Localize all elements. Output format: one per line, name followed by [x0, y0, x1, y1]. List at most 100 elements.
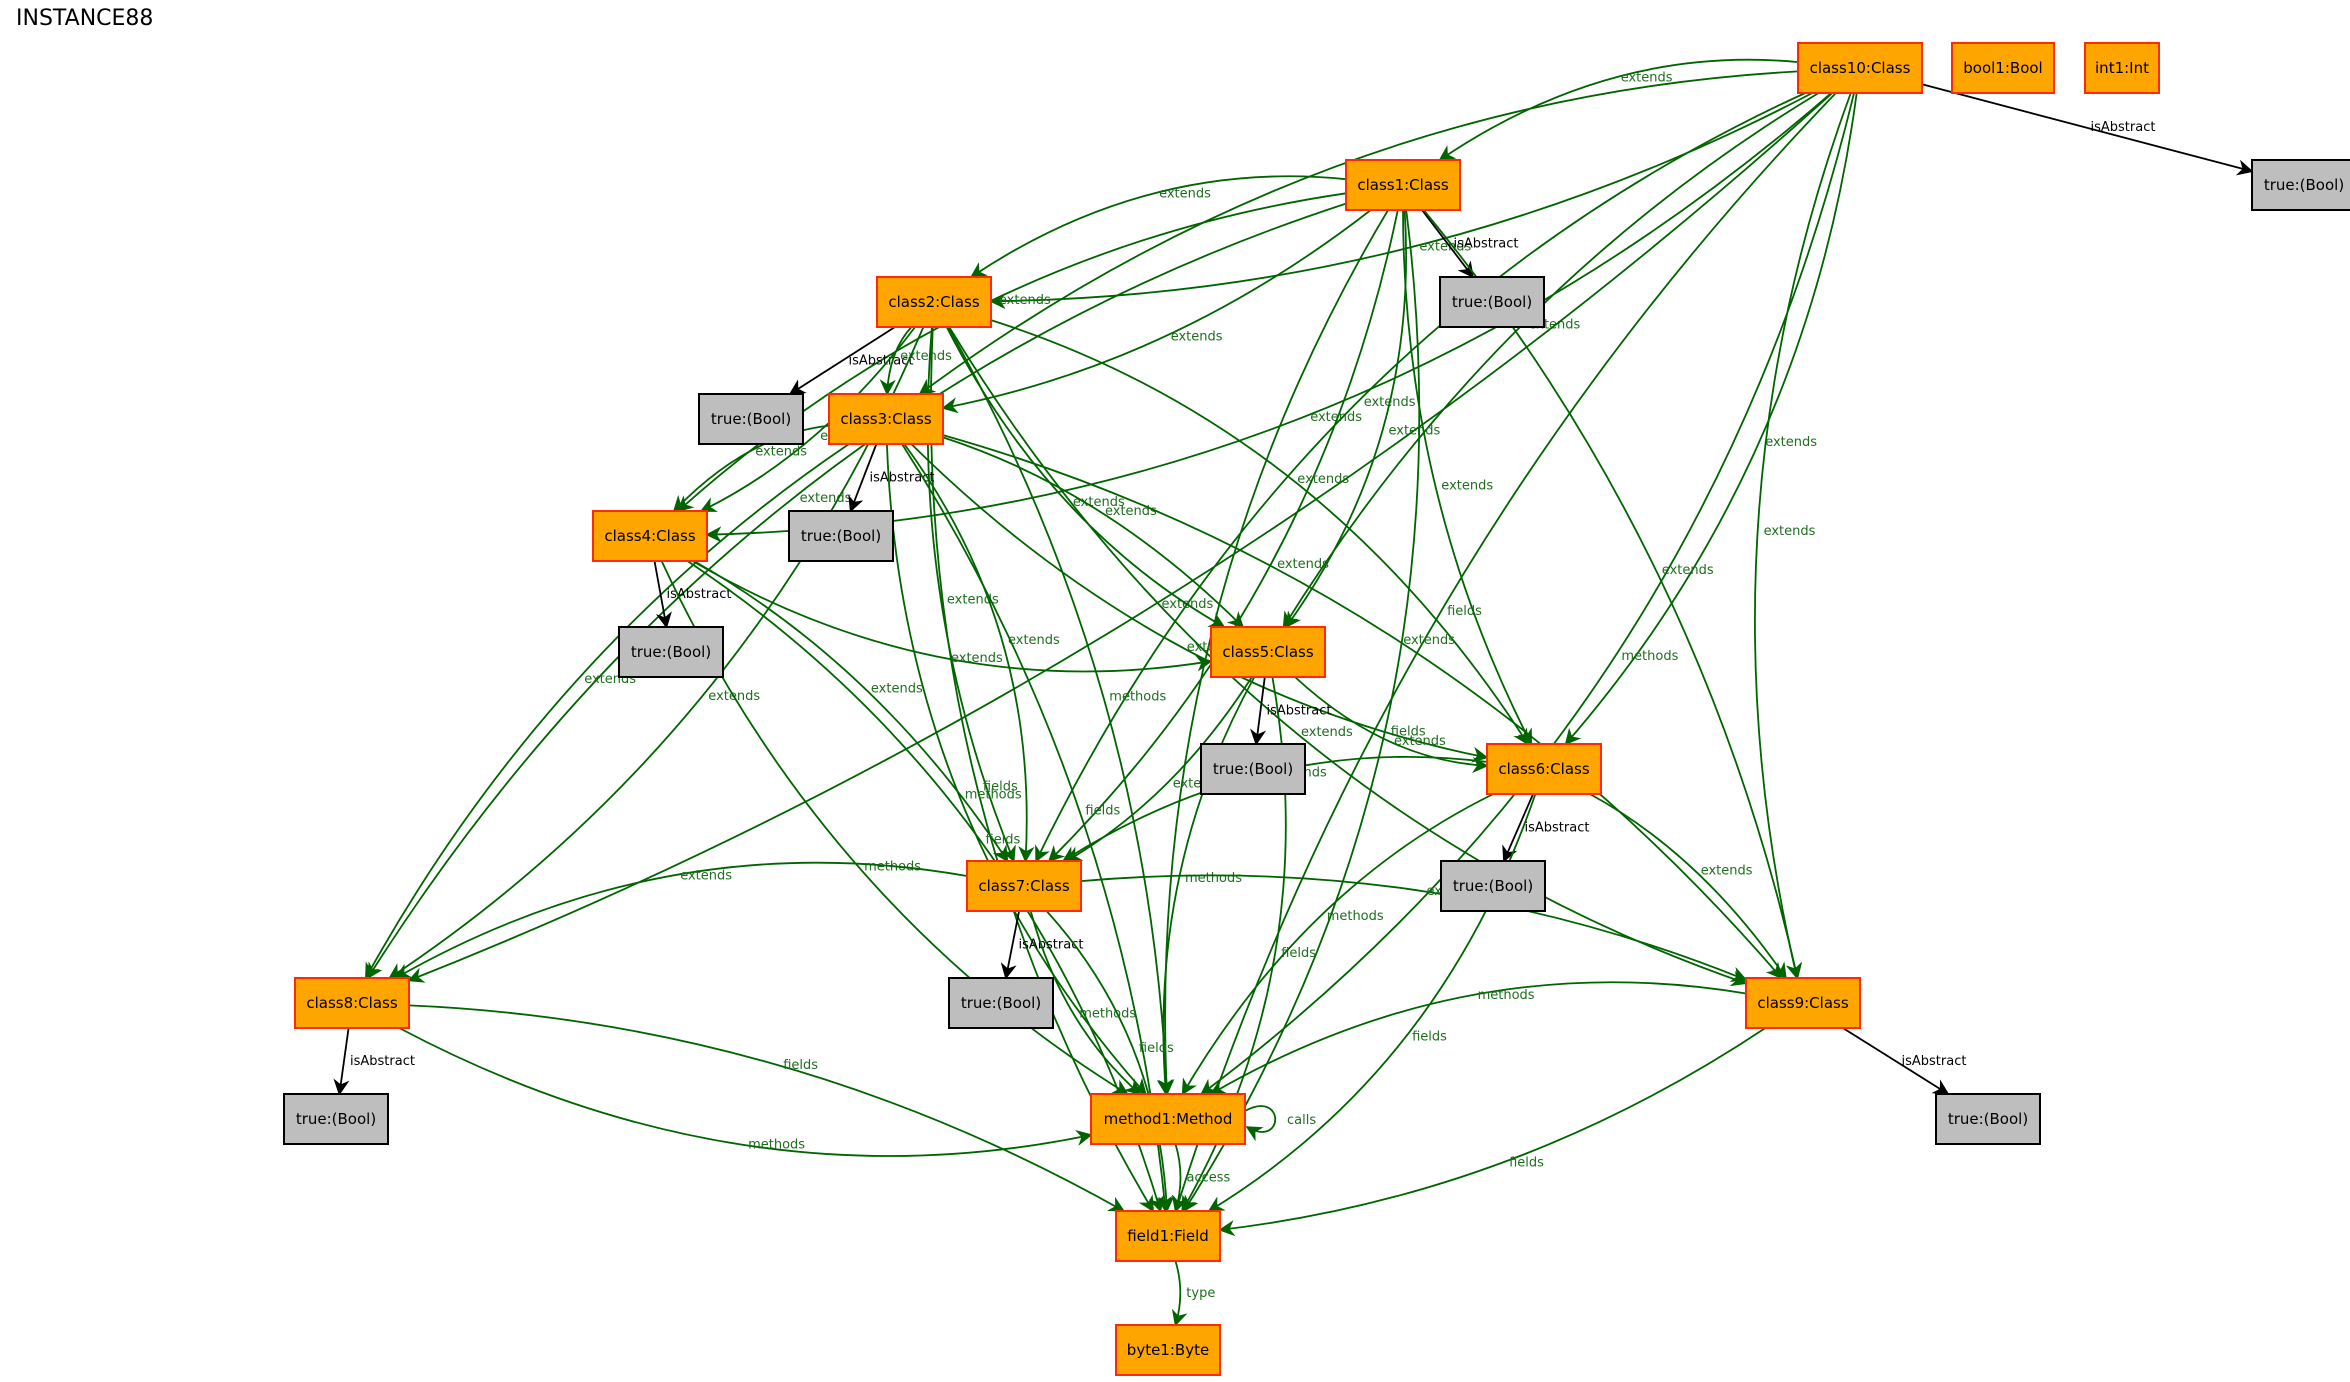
- edge-class5-extends-class6: extends: [1294, 676, 1489, 774]
- edge-label: methods: [965, 787, 1022, 802]
- edge-class1-extends-class6: extends: [1402, 209, 1533, 746]
- node-t3[interactable]: true:(Bool): [788, 510, 894, 562]
- node-label: true:(Bool): [1453, 877, 1533, 895]
- edge-label: extends: [680, 868, 732, 883]
- node-class9[interactable]: class9:Class: [1745, 977, 1861, 1029]
- edge-line: [705, 92, 1832, 543]
- edge-line: [1402, 209, 1533, 746]
- node-field1[interactable]: field1:Field: [1115, 1210, 1221, 1262]
- edge-line: [942, 434, 1783, 980]
- edge-class2-extends-class3: extends: [879, 326, 952, 396]
- edge-line: [687, 560, 1165, 1213]
- edge-label: isAbstract: [1525, 821, 1590, 836]
- node-t5[interactable]: true:(Bool): [1200, 743, 1306, 795]
- node-t8[interactable]: true:(Bool): [283, 1093, 389, 1145]
- edge-line: [942, 436, 1245, 629]
- node-label: field1:Field: [1127, 1227, 1209, 1245]
- node-method1[interactable]: method1:Method: [1090, 1093, 1246, 1145]
- node-t10[interactable]: true:(Bool): [2251, 159, 2350, 211]
- node-int1[interactable]: int1:Int: [2084, 42, 2160, 94]
- node-class4[interactable]: class4:Class: [592, 510, 708, 562]
- edge-line: [333, 1027, 350, 1096]
- edge-line: [1047, 209, 1399, 863]
- edge-line: [699, 326, 916, 512]
- node-t2[interactable]: true:(Bool): [698, 393, 804, 445]
- edge-class6-methods-method1: methods: [1181, 793, 1494, 1096]
- edge-line: [903, 443, 1035, 863]
- edge-line: [1294, 676, 1489, 774]
- node-class1[interactable]: class1:Class: [1345, 159, 1461, 211]
- node-box: [1486, 743, 1602, 795]
- edge-class5-methods-method1: methods: [1156, 676, 1256, 1096]
- edge-field1-type-byte1: type: [1171, 1260, 1215, 1327]
- node-class8[interactable]: class8:Class: [294, 977, 410, 1029]
- edge-line: [947, 326, 1175, 1096]
- node-class5[interactable]: class5:Class: [1210, 626, 1326, 678]
- node-t1[interactable]: true:(Bool): [1439, 276, 1545, 328]
- edge-label: extends: [755, 445, 807, 460]
- edge-label: isAbstract: [1019, 938, 1084, 953]
- node-bool1[interactable]: bool1:Bool: [1951, 42, 2055, 94]
- edge-label: extends: [1403, 633, 1455, 648]
- node-box: [876, 276, 992, 328]
- node-box: [966, 860, 1082, 912]
- edge-line: [969, 175, 1347, 278]
- node-t7[interactable]: true:(Bool): [948, 977, 1054, 1029]
- edge-class10-isAbstract-t10: isAbstract: [1921, 83, 2254, 176]
- edge-class7-extends-class8: extends: [394, 861, 968, 979]
- edge-line: [1564, 92, 1858, 746]
- node-label: class4:Class: [604, 527, 695, 545]
- node-label: true:(Bool): [1948, 1110, 2028, 1128]
- edge-label: extends: [1277, 557, 1329, 572]
- edge-label: fields: [986, 832, 1021, 847]
- edge-label: methods: [1079, 1006, 1136, 1021]
- edge-line: [1156, 676, 1256, 1096]
- edge-line: [398, 1027, 1093, 1157]
- edge-class6-isAbstract-t6: isAbstract: [1502, 793, 1590, 863]
- node-t9[interactable]: true:(Bool): [1935, 1093, 2041, 1145]
- node-class2[interactable]: class2:Class: [876, 276, 992, 328]
- edge-class2-fields-field1: fields: [930, 326, 1154, 1213]
- edge-label: fields: [1447, 604, 1482, 619]
- node-box: [618, 626, 724, 678]
- node-box: [1745, 977, 1861, 1029]
- node-box: [1345, 159, 1461, 211]
- edge-line: [1589, 793, 1787, 980]
- edge-label: isAbstract: [870, 471, 935, 486]
- edge-class4-isAbstract-t4: isAbstract: [653, 560, 731, 629]
- node-t6[interactable]: true:(Bool): [1440, 860, 1546, 912]
- node-class6[interactable]: class6:Class: [1486, 743, 1602, 795]
- edge-label: type: [1186, 1286, 1215, 1301]
- node-box: [1797, 42, 1923, 94]
- edge-class1-extends-class2: extends: [969, 175, 1347, 278]
- edge-class3-fields-field1: fields: [901, 443, 1173, 1213]
- edge-line: [366, 202, 1347, 980]
- edge-line: [1200, 92, 1855, 1095]
- node-label: class10:Class: [1810, 59, 1911, 77]
- node-box: [1115, 1324, 1221, 1376]
- edge-label: methods: [1327, 909, 1384, 924]
- edge-label: extends: [1389, 424, 1441, 439]
- node-label: true:(Bool): [631, 643, 711, 661]
- edge-class7-methods-method1: methods: [1029, 910, 1142, 1096]
- edge-line: [879, 326, 913, 396]
- node-class3[interactable]: class3:Class: [828, 393, 944, 445]
- edge-line: [394, 861, 968, 979]
- node-t4[interactable]: true:(Bool): [618, 626, 724, 678]
- node-box: [592, 510, 708, 562]
- edge-class10-methods-method1: methods: [1200, 92, 1855, 1095]
- edge-line: [1171, 1260, 1188, 1327]
- edge-class3-extends-class7: extends: [903, 443, 1060, 863]
- edge-class4-extends-class7: extends: [693, 560, 1009, 863]
- node-box: [1200, 743, 1306, 795]
- edge-label: fields: [783, 1058, 818, 1073]
- node-label: true:(Bool): [1213, 760, 1293, 778]
- node-label: method1:Method: [1104, 1110, 1233, 1128]
- node-class7[interactable]: class7:Class: [966, 860, 1082, 912]
- node-class10[interactable]: class10:Class: [1797, 42, 1923, 94]
- edge-label: methods: [1621, 649, 1678, 664]
- edge-class1-extends-class7: extends: [1047, 209, 1399, 863]
- node-label: true:(Bool): [2264, 176, 2344, 194]
- edge-line: [1218, 1027, 1766, 1237]
- node-byte1[interactable]: byte1:Byte: [1115, 1324, 1221, 1376]
